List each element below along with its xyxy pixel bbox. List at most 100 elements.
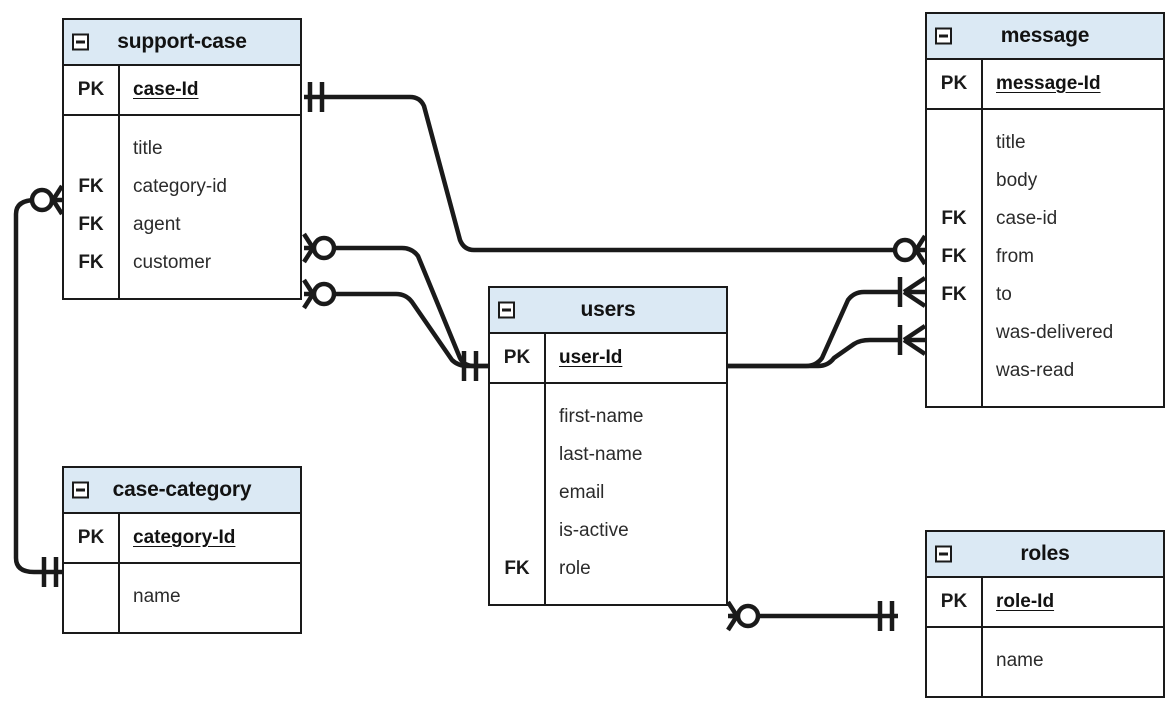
primary-key-block: PK user-Id [490, 334, 726, 384]
key-label [927, 390, 983, 406]
field-label: body [996, 170, 1038, 191]
attribute-row: FK agent [64, 206, 300, 244]
minus-square-icon[interactable] [935, 545, 952, 563]
card-exactly-one-users-left [461, 351, 479, 381]
entity-title: message [1000, 24, 1090, 47]
attribute-row: title [927, 124, 1163, 162]
attribute-block: name [927, 628, 1163, 696]
row-spacer [927, 110, 1163, 124]
minus-square-icon[interactable] [498, 301, 515, 319]
key-label [927, 680, 983, 696]
key-label: FK [490, 550, 546, 588]
attribute-row: FK to [927, 276, 1163, 314]
row-spacer [64, 564, 300, 578]
card-exactly-one-roles [877, 601, 895, 631]
entity-users[interactable]: users PK user-Id first-name last-name [488, 286, 728, 606]
key-label [927, 628, 983, 642]
field-label: first-name [559, 406, 644, 427]
card-zero-or-many-supportcase-categoryid [29, 184, 64, 216]
minus-square-icon[interactable] [72, 33, 89, 51]
row-spacer [927, 390, 1163, 406]
entity-header: case-category [64, 468, 300, 514]
field-label: agent [133, 214, 181, 235]
attribute-row: PK message-Id [927, 60, 1163, 108]
attribute-block: name [64, 564, 300, 632]
attribute-row: was-delivered [927, 314, 1163, 352]
line-supportcase-casecategory [13, 197, 62, 575]
attribute-row: body [927, 162, 1163, 200]
row-spacer [927, 680, 1163, 696]
line-supportcase-customer-users [334, 291, 488, 369]
key-label: FK [64, 168, 120, 206]
entity-case-category[interactable]: case-category PK category-Id name [62, 466, 302, 634]
attribute-row: PK role-Id [927, 578, 1163, 626]
primary-key-block: PK role-Id [927, 578, 1163, 628]
key-label: FK [64, 244, 120, 282]
attribute-block: title FK category-id FK agent FK custome… [64, 116, 300, 298]
attribute-row: email [490, 474, 726, 512]
primary-key-block: PK category-Id [64, 514, 300, 564]
field-label: message-Id [996, 73, 1101, 94]
key-label [927, 642, 983, 680]
minus-square-icon[interactable] [935, 27, 952, 45]
attribute-row: PK user-Id [490, 334, 726, 382]
card-exactly-one-casecategory [41, 557, 59, 587]
primary-key-block: PK message-Id [927, 60, 1163, 110]
attribute-row: last-name [490, 436, 726, 474]
key-label [64, 130, 120, 168]
entity-roles[interactable]: roles PK role-Id name [925, 530, 1165, 698]
attribute-row: FK category-id [64, 168, 300, 206]
key-label [927, 162, 983, 200]
row-spacer [64, 282, 300, 298]
attribute-row: PK case-Id [64, 66, 300, 114]
field-label: title [133, 138, 163, 159]
attribute-block: title body FK case-id FK from FK to was-… [927, 110, 1163, 406]
field-label: user-Id [559, 347, 623, 368]
entity-header: support-case [64, 20, 300, 66]
field-label: is-active [559, 520, 629, 541]
key-label: PK [927, 578, 983, 626]
attribute-row: title [64, 130, 300, 168]
field-label: category-Id [133, 527, 236, 548]
key-label [490, 384, 546, 398]
attribute-row: name [64, 578, 300, 616]
key-label [64, 564, 120, 578]
key-label [64, 116, 120, 130]
field-label: was-read [996, 360, 1075, 381]
attribute-row: name [927, 642, 1163, 680]
key-label [927, 352, 983, 390]
minus-square-icon[interactable] [72, 481, 89, 499]
field-label: name [133, 586, 181, 607]
row-spacer [927, 628, 1163, 642]
attribute-row: PK category-Id [64, 514, 300, 562]
attribute-row: FK role [490, 550, 726, 588]
key-label: PK [64, 514, 120, 562]
attribute-row: is-active [490, 512, 726, 550]
key-label [490, 588, 546, 604]
row-spacer [64, 116, 300, 130]
attribute-row: was-read [927, 352, 1163, 390]
primary-key-block: PK case-Id [64, 66, 300, 116]
entity-header: roles [927, 532, 1163, 578]
card-zero-or-many-supportcase-customer [302, 278, 337, 310]
key-label: PK [927, 60, 983, 108]
entity-title: users [580, 298, 636, 321]
key-label [64, 616, 120, 632]
key-label [64, 578, 120, 616]
line-supportcase-message [304, 94, 898, 253]
entity-support-case[interactable]: support-case PK case-Id title FK categor… [62, 18, 302, 300]
entity-header: message [927, 14, 1163, 60]
key-label: FK [927, 238, 983, 276]
card-zero-or-many-users-role [726, 600, 761, 632]
line-users-message-from [728, 289, 898, 369]
key-label [490, 398, 546, 436]
attribute-block: first-name last-name email is-active FK … [490, 384, 726, 604]
line-supportcase-agent-users [334, 245, 488, 369]
entity-message[interactable]: message PK message-Id title body FK [925, 12, 1165, 408]
line-users-message-to [728, 337, 898, 369]
key-label [490, 474, 546, 512]
key-label: FK [64, 206, 120, 244]
entity-header: users [490, 288, 726, 334]
field-label: email [559, 482, 605, 503]
attribute-row: FK customer [64, 244, 300, 282]
